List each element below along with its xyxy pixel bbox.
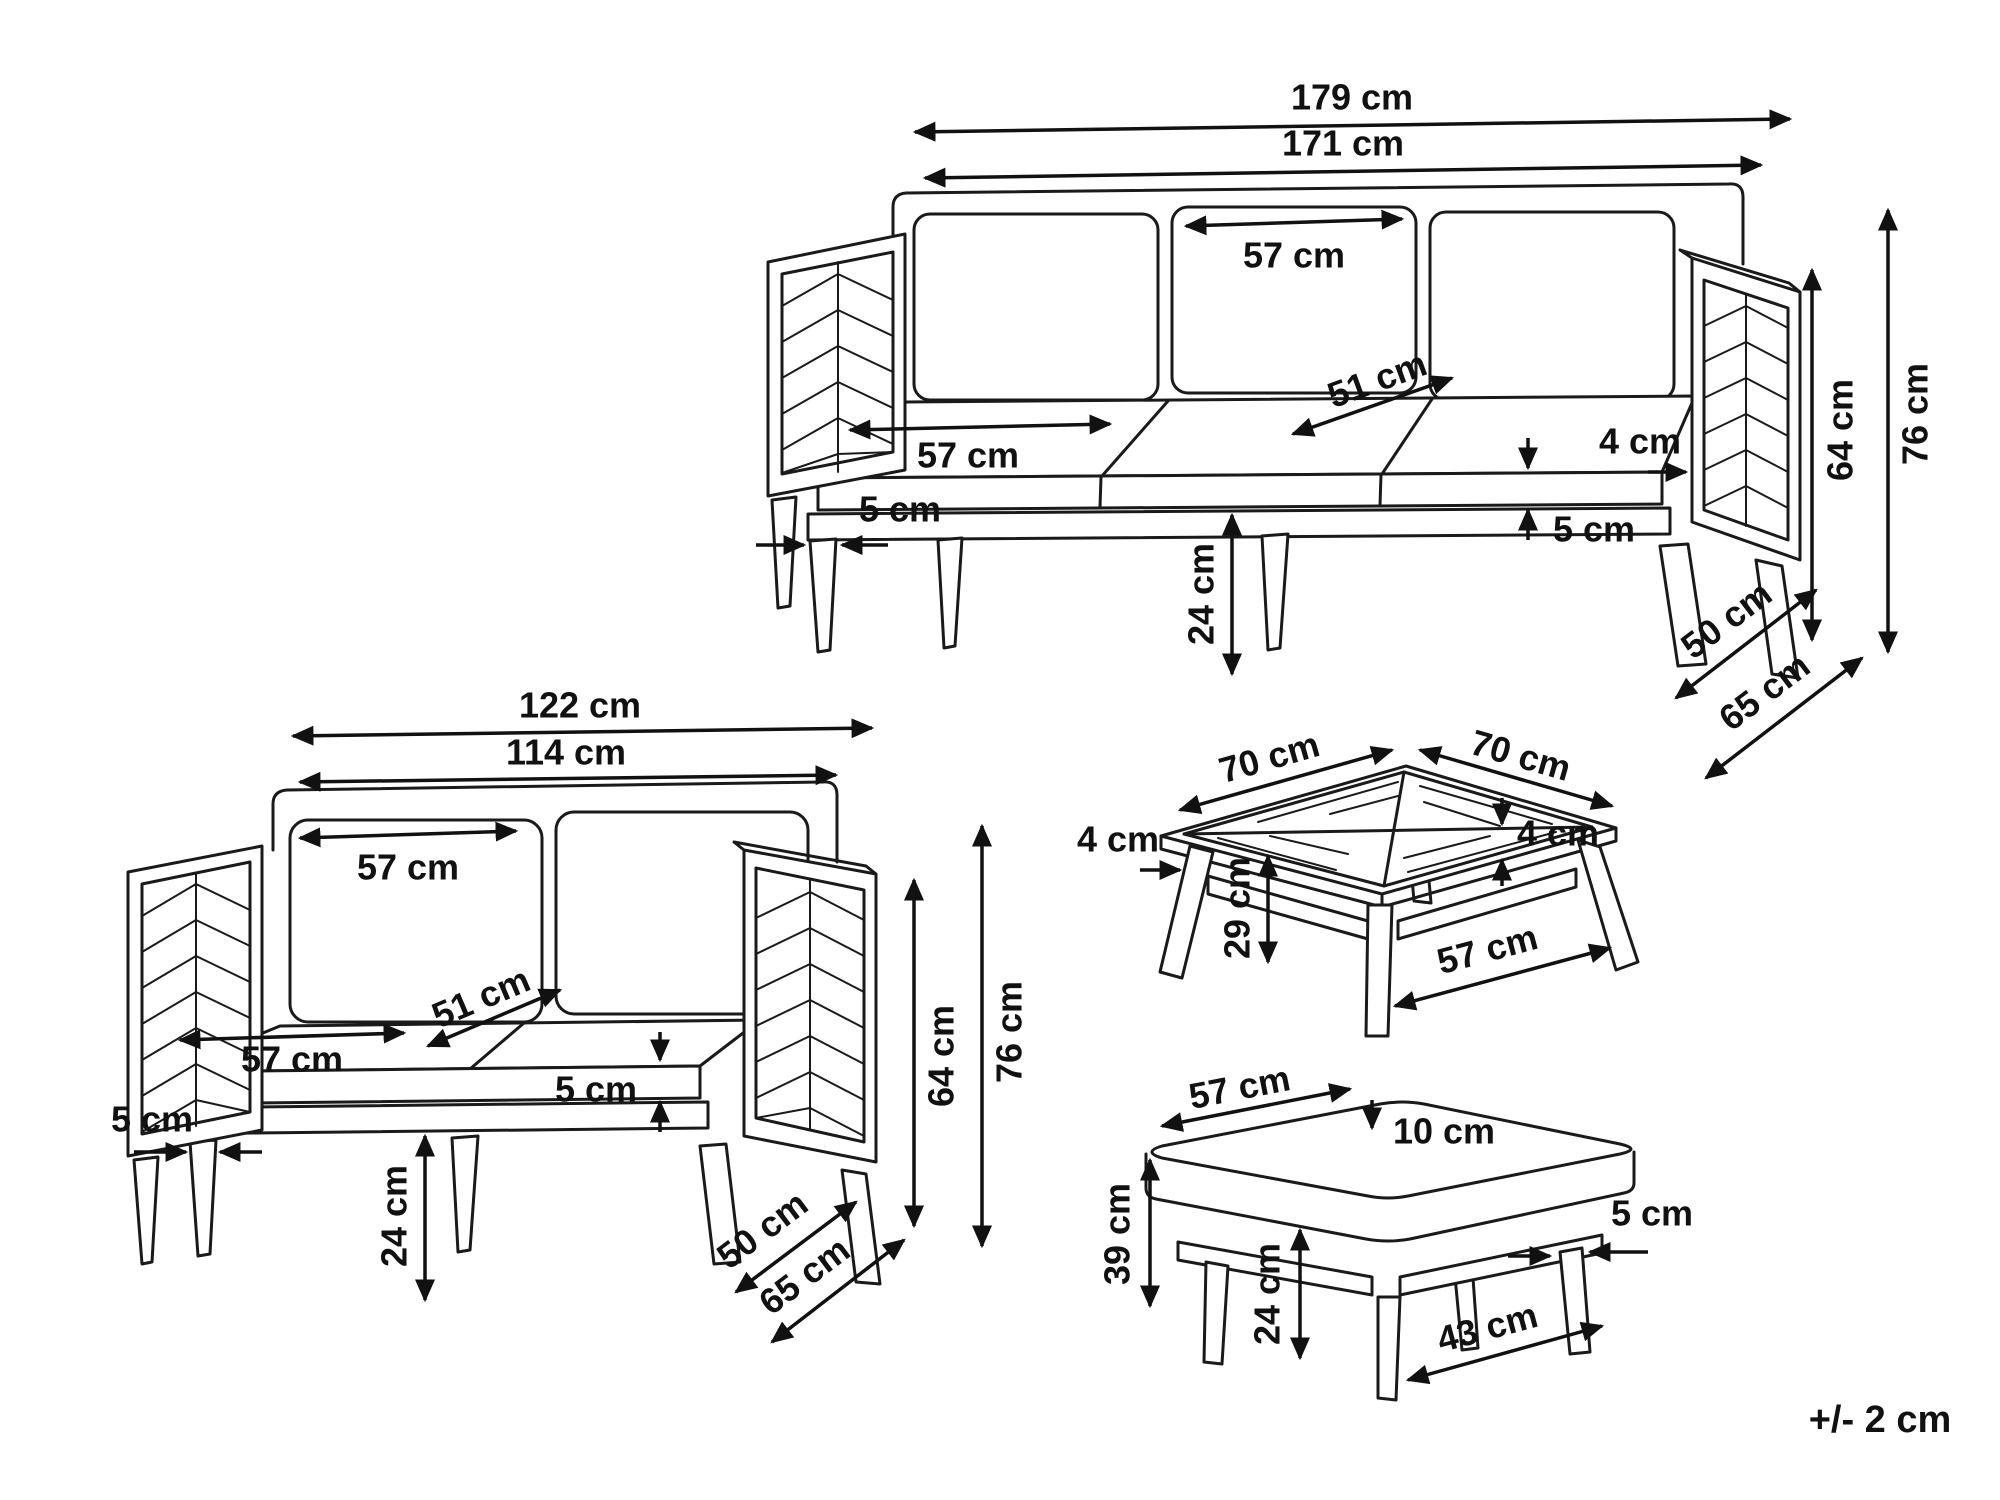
dim-label-table-top-thickness: 4 cm	[1517, 813, 1599, 854]
sofa3-back-frame	[891, 182, 1745, 266]
sofa3-back-cushion	[912, 212, 1160, 402]
dim-label-sofa3-frame-thickness: 4 cm	[1599, 421, 1681, 462]
dim-label-sofa3-inner-width: 171 cm	[1282, 123, 1404, 164]
dim-label-ottoman-cushion-thickness: 10 cm	[1393, 1111, 1495, 1152]
dim-label-sofa2-total-width: 122 cm	[519, 685, 641, 726]
dim-arrow-ottoman-leg-span	[1405, 1321, 1605, 1385]
dim-arrow-sofa2-back-cushion-width	[297, 821, 519, 848]
dim-arrow-sofa2-seat-cushion-width	[177, 1023, 407, 1050]
sofa2-right-armrest-frame	[754, 866, 866, 1144]
dim-arrow-sofa3-inner-width	[922, 155, 1764, 188]
dim-arrow-sofa3-seat-cushion-width	[847, 414, 1113, 440]
sofa2-dimensions: 122 cm 114 cm 57 cm 57 cm 51 cm 5 cm 5 c…	[111, 685, 1030, 1344]
dim-label-sofa2-leg-width: 5 cm	[111, 1099, 193, 1140]
sofa3-back-cushion	[1428, 210, 1676, 402]
sofa2-left-armrest-slats	[141, 872, 251, 1133]
tolerance-note: +/- 2 cm	[1809, 1399, 1952, 1441]
dim-label-ottoman-total-height: 39 cm	[1097, 1183, 1138, 1285]
dim-label-sofa3-total-height: 76 cm	[1895, 363, 1936, 465]
dim-label-sofa3-leg-width: 5 cm	[859, 489, 941, 530]
sofa2-back-cushion	[288, 818, 544, 1024]
dim-label-sofa3-cushion-thickness: 5 cm	[1553, 509, 1635, 550]
dim-label-ottoman-leg-width: 5 cm	[1611, 1193, 1693, 1234]
sofa2-right-armrest-slats	[755, 879, 865, 1137]
dim-label-sofa3-total-width: 179 cm	[1291, 77, 1413, 118]
sofa3-right-armrest-cap	[1678, 248, 1802, 294]
sofa3-leg	[936, 536, 964, 650]
table-top-miters	[1182, 770, 1594, 888]
dim-arrow-sofa2-seat-cushion-depth	[425, 988, 563, 1048]
sofa3-leg	[1260, 532, 1290, 652]
dim-label-sofa3-back-cushion-width: 57 cm	[1243, 235, 1345, 276]
dim-label-sofa2-seat-cushion-width: 57 cm	[241, 1039, 343, 1080]
table-apron	[1396, 867, 1578, 941]
dim-label-sofa2-leg-height: 24 cm	[374, 1165, 415, 1267]
dim-label-ottoman-leg-height: 24 cm	[1247, 1243, 1288, 1345]
ottoman-leg	[1202, 1260, 1230, 1366]
dim-label-sofa2-inner-width: 114 cm	[506, 732, 626, 773]
sofa2-right-armrest-cap	[732, 840, 878, 876]
dim-arrow-ottoman-seat-width	[1159, 1083, 1353, 1132]
dim-arrow-table-top-depth	[1417, 746, 1615, 810]
dim-arrow-sofa2-inner-width	[297, 765, 839, 792]
table-leg	[1158, 844, 1215, 980]
dim-arrow-sofa2-total-depth	[770, 1238, 906, 1344]
table-leg	[1364, 903, 1394, 1038]
sofa3-right-armrest-slats	[1703, 293, 1789, 527]
dim-arrow-sofa3-total-width	[912, 109, 1793, 142]
dim-label-sofa3-leg-height: 24 cm	[1181, 543, 1222, 645]
dim-arrow-table-leg-span	[1392, 943, 1613, 1011]
dim-arrow-sofa3-total-depth	[1704, 656, 1864, 780]
ottoman-leg	[1376, 1295, 1402, 1402]
dim-arrow-table-top-width	[1177, 745, 1395, 815]
dim-arrow-sofa3-back-cushion-width	[1183, 209, 1405, 236]
dim-label-sofa2-back-cushion-width: 57 cm	[357, 847, 459, 888]
dim-label-sofa2-cushion-thickness: 5 cm	[555, 1069, 637, 1110]
dim-label-sofa2-arm-height: 64 cm	[921, 1005, 962, 1107]
dim-label-sofa3-seat-cushion-width: 57 cm	[917, 435, 1019, 476]
table-leg	[1576, 838, 1640, 972]
sofa2-leg	[132, 1155, 160, 1266]
dim-label-table-clearance-height: 29 cm	[1217, 857, 1258, 959]
sofa3-leg	[808, 537, 838, 654]
sofa2-leg	[450, 1134, 480, 1254]
dim-arrow-sofa2-total-width	[290, 718, 875, 746]
dim-arrow-sofa3-seat-cushion-depth	[1290, 375, 1455, 437]
sofa3-seat-front	[816, 470, 1664, 512]
dim-label-sofa2-total-height: 76 cm	[989, 981, 1030, 1083]
sofa3-seat-front-separators	[1098, 473, 1383, 509]
dim-arrow-sofa3-seat-depth	[1674, 588, 1818, 700]
dim-label-table-leg-thickness: 4 cm	[1077, 819, 1159, 860]
dim-label-sofa3-arm-height: 64 cm	[1820, 379, 1861, 481]
